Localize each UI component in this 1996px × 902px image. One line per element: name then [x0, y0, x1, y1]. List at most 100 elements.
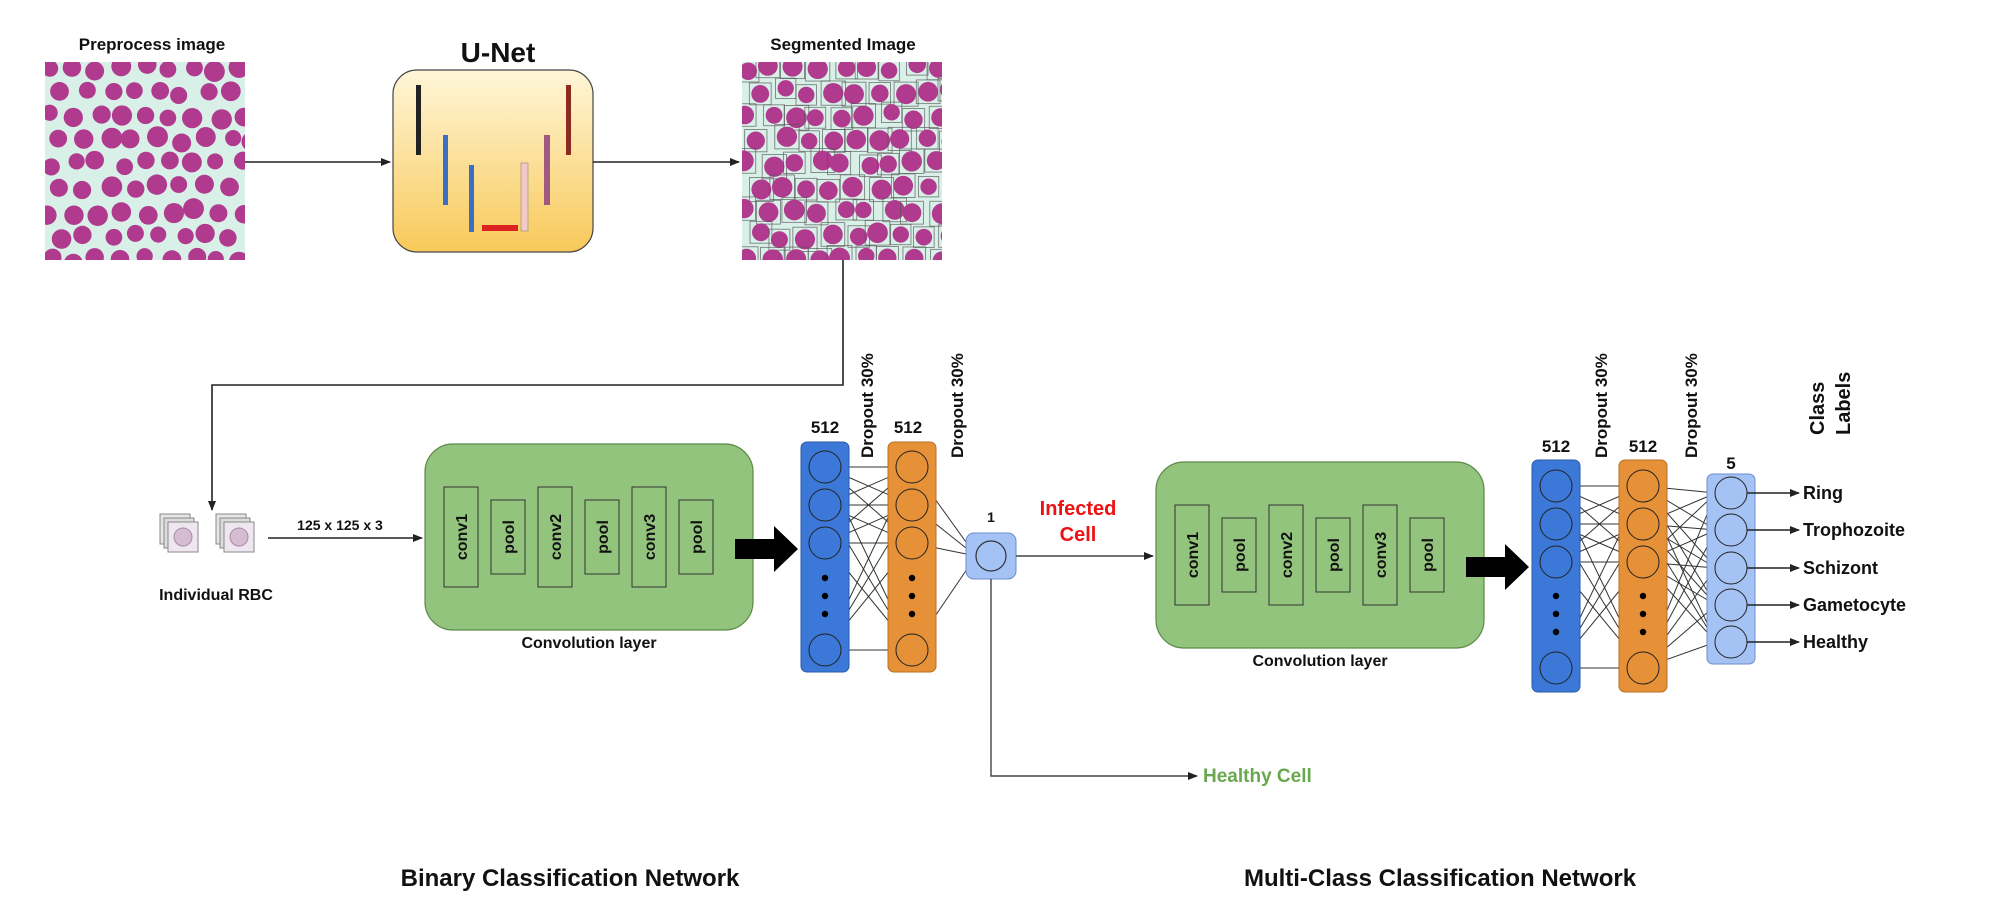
output-node — [1714, 551, 1748, 585]
ellipsis-dot — [1639, 592, 1647, 600]
conv-layer-box — [678, 499, 714, 575]
segmentation-box — [742, 196, 756, 221]
segmented-image — [742, 62, 961, 260]
segmentation-box — [768, 228, 791, 251]
rbc-cell — [842, 176, 863, 198]
rbc-cell — [823, 224, 843, 245]
neuron-node — [1626, 507, 1660, 541]
rbc-cell — [944, 179, 961, 196]
rbc-cell — [777, 80, 794, 97]
binary-conv-block — [424, 443, 754, 631]
neuron-node — [895, 633, 929, 667]
rbc-cell — [849, 227, 868, 246]
rbc-cell — [101, 127, 123, 149]
multi-conv-block — [1155, 461, 1485, 649]
rbc-cell — [837, 201, 855, 218]
segmentation-box — [805, 62, 831, 82]
ellipsis-dot — [1552, 610, 1560, 618]
rbc-cell — [794, 229, 816, 250]
rbc-cell — [200, 83, 218, 101]
rbc-cell — [892, 226, 909, 243]
conv-layer-label: pool — [595, 520, 612, 554]
segmentation-box — [781, 197, 807, 223]
multi-flatten-arrow — [1466, 544, 1529, 590]
rbc-cell — [111, 105, 133, 126]
rbc-cell — [806, 109, 824, 127]
segmentation-box — [901, 108, 926, 132]
conv-layer-label: conv1 — [1185, 532, 1202, 578]
rbc-cell — [806, 203, 826, 223]
rbc-cell — [73, 225, 92, 245]
rbc-cell — [786, 107, 807, 129]
rbc-cell — [915, 228, 933, 246]
output-node — [1714, 476, 1748, 510]
conv-layer-label: conv3 — [1373, 532, 1390, 578]
rbc-cell — [764, 156, 785, 177]
conv-layer-label: conv1 — [454, 514, 471, 560]
multi-dense-nodes — [1539, 469, 1660, 685]
rbc-cell — [810, 250, 830, 260]
binary-output-node — [975, 540, 1007, 572]
rbc-cell — [902, 203, 922, 223]
segmentation-box — [804, 106, 827, 129]
binary-output-units: 1 — [987, 509, 995, 525]
segmentation-box — [854, 62, 879, 80]
rbc-cell — [45, 248, 62, 260]
rbc-cell — [147, 126, 169, 148]
rbc-cell — [918, 129, 937, 147]
rbc-cell — [219, 229, 237, 247]
rbc-cell — [770, 231, 788, 249]
rbc-cell — [183, 198, 204, 220]
segmentation-box — [827, 151, 852, 176]
rbc-cell — [908, 62, 927, 74]
rbc-cell — [87, 205, 108, 226]
rbc-cell — [918, 81, 938, 102]
neuron-node — [808, 488, 842, 522]
multi-dropout1: Dropout 30% — [1592, 353, 1611, 458]
rbc-cell — [871, 84, 889, 103]
rbc-cell — [150, 226, 167, 243]
rbc-cell — [45, 158, 60, 176]
rbc-cell — [207, 251, 224, 260]
rbc-cell — [896, 84, 917, 105]
rbc-cell — [785, 154, 804, 172]
rbc-cell — [45, 104, 58, 121]
rbc-cell — [159, 62, 177, 78]
segmentation-box — [881, 101, 903, 123]
rbc-cell — [170, 86, 188, 105]
segmentation-box — [875, 246, 899, 260]
rbc-cell — [846, 129, 866, 150]
rbc-cell — [126, 224, 144, 242]
segmentation-box — [938, 224, 942, 248]
segmentation-box — [798, 130, 820, 152]
conv-layer-box — [1409, 517, 1445, 593]
rbc-cell — [742, 248, 757, 260]
segmentation-box — [900, 200, 924, 225]
segmentation-box — [755, 62, 781, 79]
segmentation-box — [742, 147, 757, 174]
multi-dropout2: Dropout 30% — [1682, 353, 1701, 458]
segmentation-box — [822, 129, 846, 153]
rbc-cell — [137, 151, 155, 170]
rbc-cell — [861, 156, 880, 175]
class-labels-title: Class Labels — [1807, 372, 1855, 435]
segmentation-box — [924, 148, 942, 173]
neuron-node — [1539, 469, 1573, 503]
rbc-cell — [72, 180, 92, 200]
rbc-cell — [783, 199, 805, 221]
conv-layer-label: conv2 — [1279, 532, 1296, 578]
rbc-cell — [181, 152, 202, 173]
rbc-cell — [138, 205, 158, 225]
rbc-cell — [751, 84, 770, 103]
segmentation-box — [756, 199, 781, 225]
segmentation-box — [928, 105, 942, 130]
rbc-cell — [883, 104, 900, 121]
conv-layer-label: pool — [1326, 538, 1343, 572]
segmentation-box — [804, 201, 829, 226]
rbc-cell — [751, 223, 770, 242]
output-node — [1714, 625, 1748, 659]
rbc-cell — [871, 179, 892, 200]
rbc-cell — [855, 201, 872, 219]
multi-conv-caption: Convolution layer — [1252, 653, 1387, 670]
